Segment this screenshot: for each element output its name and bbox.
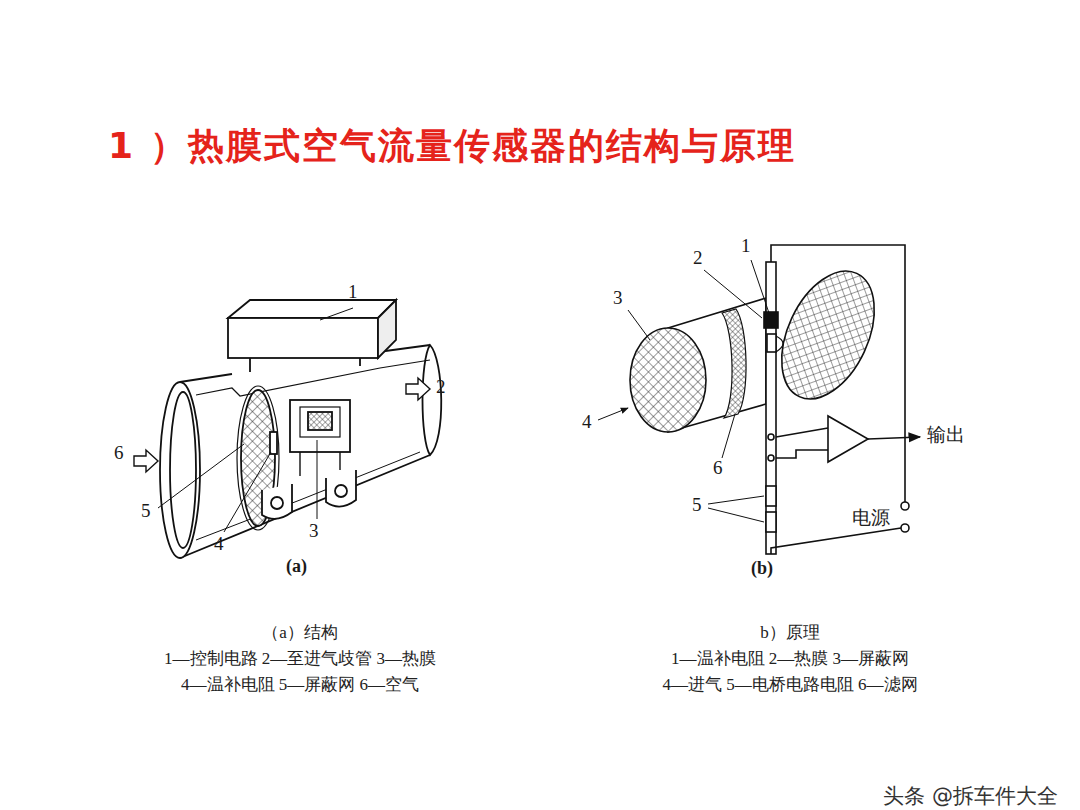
signal-name: 输出 bbox=[927, 424, 965, 447]
pipe-inlet bbox=[160, 382, 200, 558]
callout-number: 2 bbox=[436, 376, 446, 399]
circuit-board bbox=[766, 262, 776, 554]
mount-lug bbox=[326, 470, 356, 507]
callout-number: 4 bbox=[214, 533, 224, 556]
watermark: 头条 @拆车件大全 bbox=[883, 784, 1058, 809]
amp-input bbox=[776, 428, 828, 458]
screen-mesh bbox=[630, 328, 706, 432]
lug-hole bbox=[335, 485, 347, 497]
terminal bbox=[901, 524, 909, 532]
caption-text: 1—温补电阻 2—热膜 3—屏蔽网 bbox=[671, 649, 909, 669]
pipe-cut-edge bbox=[196, 360, 430, 396]
box-mount bbox=[250, 358, 360, 372]
junction-dot bbox=[768, 434, 774, 440]
resistor-loop bbox=[776, 336, 783, 352]
temp-comp-resistor bbox=[270, 432, 277, 454]
filter-net bbox=[722, 309, 746, 418]
callout-number: 6 bbox=[114, 442, 124, 465]
flow-arrow-in bbox=[134, 450, 158, 472]
callout-number: 2 bbox=[693, 247, 703, 270]
bridge-resistor bbox=[766, 486, 776, 506]
mount-lug bbox=[262, 484, 292, 519]
lug-hole bbox=[271, 497, 283, 509]
figure-label: (a) bbox=[286, 556, 307, 578]
pipe-body bbox=[180, 345, 430, 558]
hot-film bbox=[764, 312, 778, 328]
callout-number: 5 bbox=[141, 500, 151, 523]
rear-mesh bbox=[763, 256, 893, 413]
callout-number: 1 bbox=[741, 235, 751, 258]
film-frame bbox=[300, 407, 340, 437]
pipe-inner-bottom bbox=[196, 452, 420, 540]
callout-number: 3 bbox=[613, 287, 623, 310]
sensor-principle bbox=[598, 245, 920, 554]
control-box-top bbox=[228, 300, 396, 318]
film-module bbox=[290, 400, 350, 452]
caption-heading: （a）结构 bbox=[262, 623, 338, 643]
caption-heading: b）原理 bbox=[760, 623, 820, 643]
sensor-structure bbox=[134, 300, 441, 558]
control-box-side bbox=[378, 300, 396, 358]
terminal bbox=[901, 502, 909, 510]
callout-number: 3 bbox=[309, 520, 319, 543]
pipe-inlet-inner bbox=[170, 392, 196, 548]
callout-number: 4 bbox=[582, 411, 592, 434]
junction-dot bbox=[768, 455, 774, 461]
figure-label: (b) bbox=[751, 558, 773, 580]
control-box-front bbox=[228, 318, 378, 358]
leader-lines bbox=[598, 260, 770, 522]
callout-number: 6 bbox=[713, 457, 723, 480]
caption-text: 1—控制电路 2—至进气歧管 3—热膜 bbox=[164, 649, 436, 669]
hot-film bbox=[308, 412, 332, 430]
flow-arrow-out bbox=[406, 378, 430, 400]
callout-number: 5 bbox=[692, 494, 702, 517]
caption-text: 4—进气 5—电桥电路电阻 6—滤网 bbox=[663, 675, 918, 695]
bridge-resistor bbox=[766, 512, 776, 532]
page-title: 1 ）热膜式空气流量传感器的结构与原理 bbox=[108, 124, 796, 167]
signal-name: 电源 bbox=[852, 507, 890, 530]
temp-comp-resistor bbox=[767, 334, 776, 352]
amplifier bbox=[828, 416, 868, 462]
callout-number: 1 bbox=[348, 281, 358, 304]
pipe-outlet bbox=[423, 345, 442, 455]
film-stem bbox=[300, 452, 340, 476]
supply-wire bbox=[771, 245, 905, 502]
caption-text: 4—温补电阻 5—屏蔽网 6—空气 bbox=[181, 675, 419, 695]
output-arrow bbox=[868, 437, 920, 439]
ground-wire bbox=[771, 528, 901, 554]
leader-lines bbox=[158, 308, 353, 532]
